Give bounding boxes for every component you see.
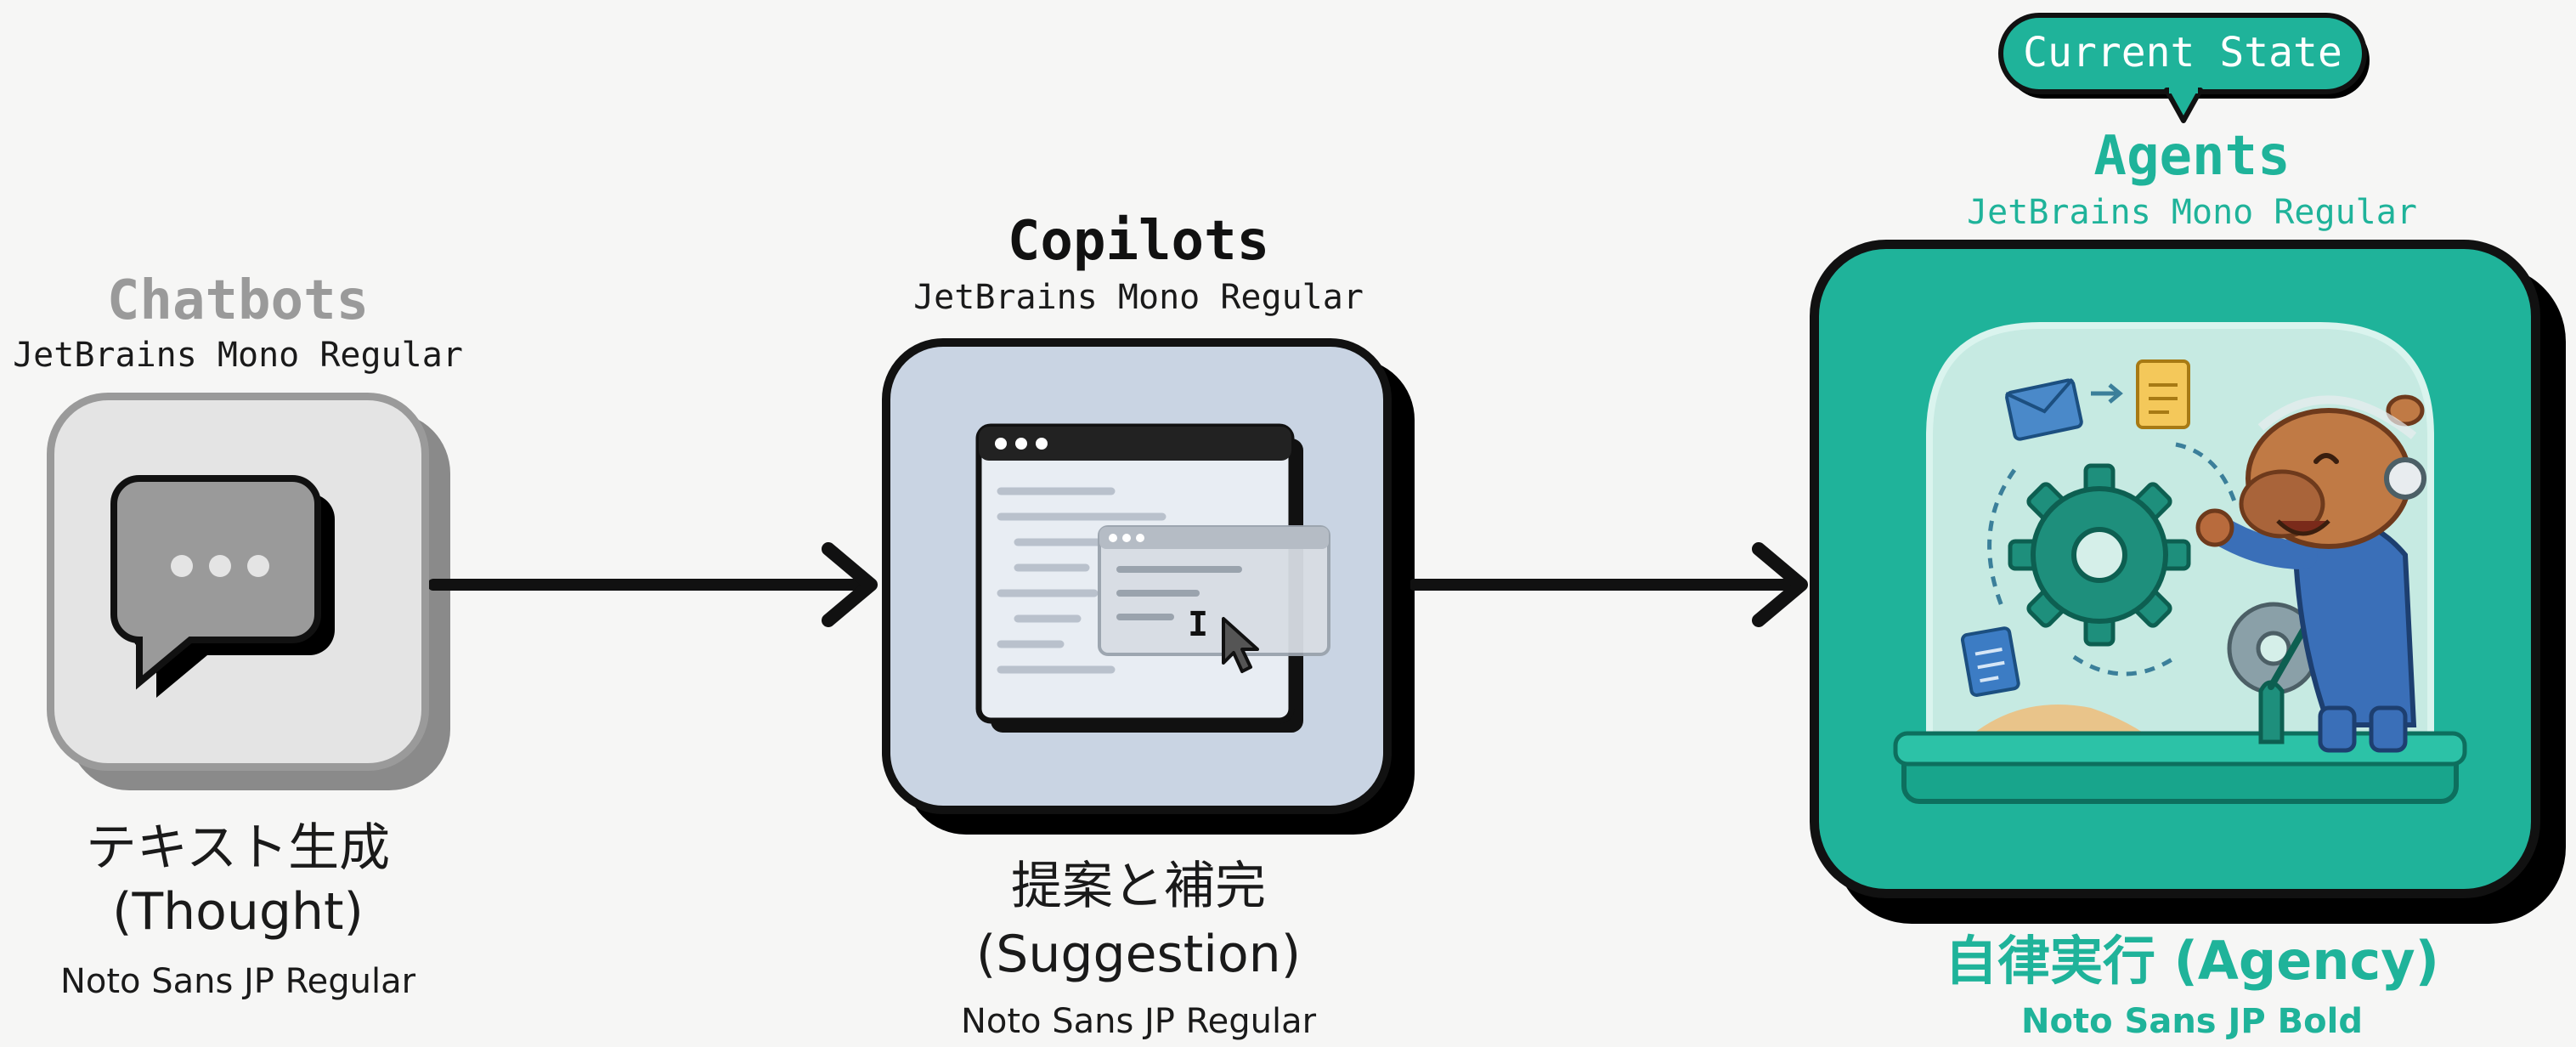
agents-title: Agents [2093,125,2291,188]
chatbots-card [47,393,429,771]
chatbots-caption-line2: (Thought) [112,882,364,942]
agents-caption: 自律実行 (Agency) [1945,930,2439,992]
current-state-label: Current State [2023,29,2342,76]
agents-title-font: JetBrains Mono Regular [1967,193,2417,232]
chatbots-title: Chatbots [106,269,370,332]
copilots-title-font: JetBrains Mono Regular [913,278,1364,317]
speech-badge-shape [1998,13,2370,123]
chatbots-caption-font: Noto Sans JP Regular [59,962,416,1001]
chatbots-caption-line1: テキスト生成 [85,818,391,878]
copilots-caption-line1: 提案と補完 [1011,857,1266,916]
copilots-caption-line2: (Suggestion) [975,925,1302,984]
copilots-title: Copilots [1007,210,1270,273]
arrow-chatbots-to-copilots [429,542,878,627]
code-window-with-suggestion-icon: I [975,423,1330,733]
capybara-agent-in-dome-illustration [1893,322,2467,804]
current-state-badge: Current State [1998,13,2375,123]
svg-text:I: I [1188,605,1208,644]
copilots-caption-font: Noto Sans JP Regular [960,1002,1317,1041]
agents-caption-font: Noto Sans JP Bold [2021,1002,2363,1041]
copilots-card: I [882,338,1392,814]
chat-bubble-icon [110,475,335,698]
chatbots-title-font: JetBrains Mono Regular [13,336,463,375]
arrow-copilots-to-agents [1410,542,1808,627]
agents-card [1810,240,2540,898]
